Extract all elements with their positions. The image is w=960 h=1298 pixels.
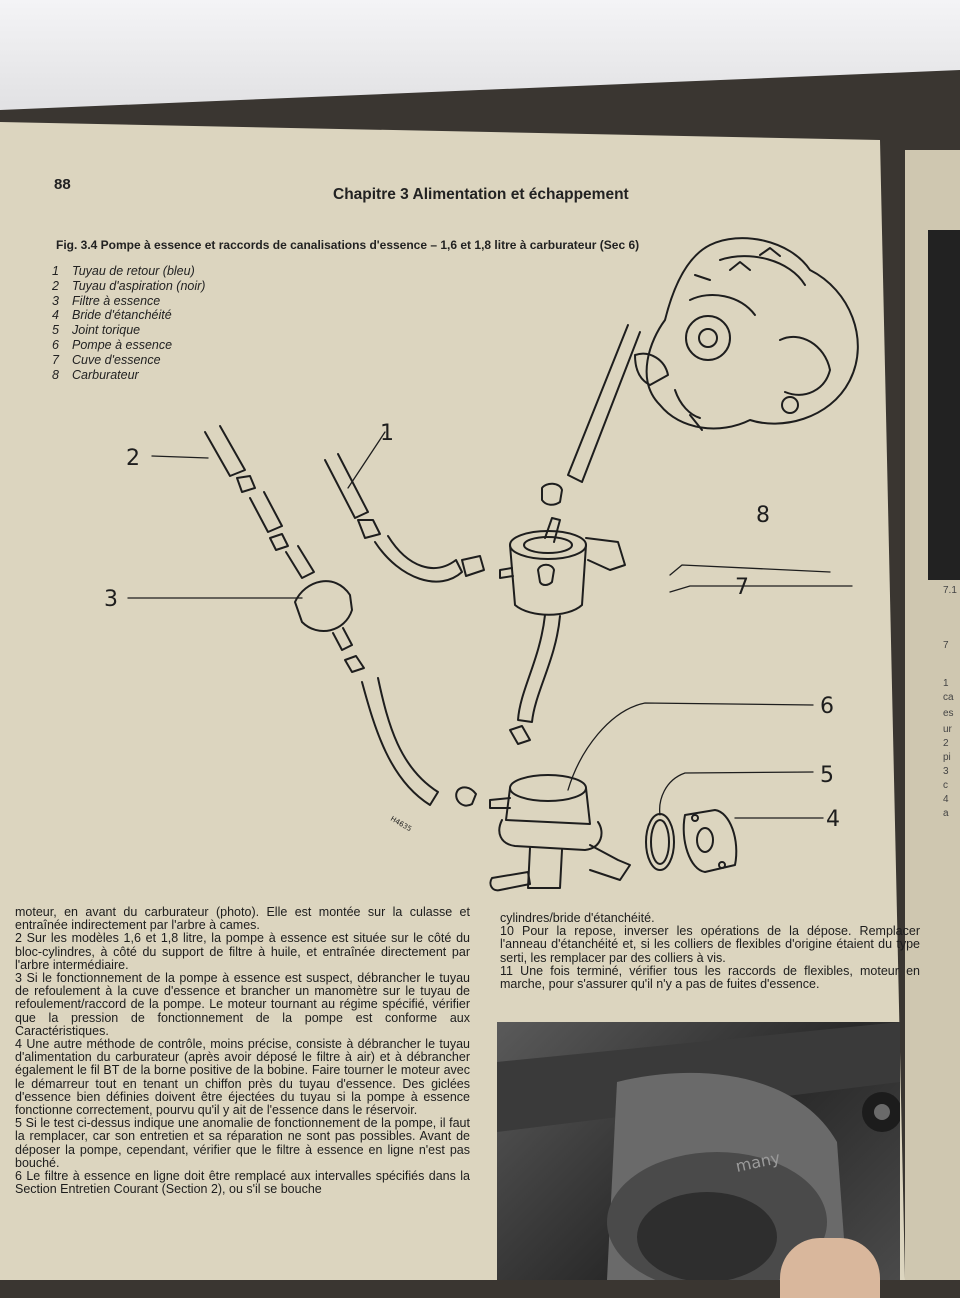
legend-number: 5 (52, 323, 59, 338)
legend-text: Bride d'étanchéité (72, 308, 172, 323)
legend-number: 7 (52, 352, 59, 367)
figure-legend: 1 Tuyau de retour (bleu) 2 Tuyau d'aspirat… (52, 264, 205, 382)
legend-item: 2 Tuyau d'aspiration (noir) (52, 279, 205, 294)
callout-4: 4 (826, 807, 840, 832)
legend-item: 5 Joint torique (52, 323, 205, 338)
facing-text: a (943, 808, 949, 819)
paragraph: 5 Si le test ci-dessus indique une anoma… (15, 1116, 470, 1170)
legend-text: Tuyau d'aspiration (noir) (72, 278, 206, 293)
callout-leaders (127, 431, 853, 819)
facing-text: c (943, 780, 948, 791)
return-pipe-drawing (324, 453, 485, 583)
legend-text: Pompe à essence (72, 337, 173, 352)
paragraph: 4 Une autre méthode de contrôle, moins p… (15, 1037, 470, 1118)
callout-3: 3 (104, 587, 118, 612)
legend-item: 3 Filtre à essence (52, 294, 205, 309)
swirl-pot-drawing (499, 482, 626, 616)
legend-item: 8 Carburateur (52, 368, 205, 383)
facing-page-photo (928, 230, 960, 580)
facing-text: 7 (943, 640, 949, 651)
figure-title: Fig. 3.4 Pompe à essence et raccords de … (56, 238, 640, 252)
paragraph: 11 Une fois terminé, vérifier tous les r… (500, 963, 920, 992)
engine-photo: many (497, 1022, 900, 1280)
callout-1: 1 (380, 421, 394, 446)
pump-outlet-hose (517, 614, 561, 723)
legend-number: 3 (52, 293, 59, 308)
facing-text: ca (943, 692, 954, 703)
carburettor-drawing (634, 237, 859, 431)
fuel-pump-drawing (489, 725, 631, 892)
paragraph: 10 Pour la repose, inverser les opératio… (500, 924, 920, 965)
facing-text: 1 (943, 678, 949, 689)
legend-number: 1 (52, 264, 59, 278)
fuel-filter-drawing (294, 580, 477, 807)
carburettor-feed-pipe (567, 324, 641, 483)
callout-7: 7 (735, 575, 749, 600)
background-paper-sheet: Ris de (0, 0, 960, 110)
legend-number: 2 (52, 278, 59, 293)
text-column-left: moteur, en avant du carburateur (photo).… (15, 905, 470, 1197)
callout-8: 8 (756, 503, 770, 528)
legend-item: 4 Bride d'étanchéité (52, 308, 205, 323)
legend-number: 4 (52, 308, 59, 323)
callout-6: 6 (820, 694, 834, 719)
facing-text: 7.1 (943, 585, 957, 596)
legend-item: 1 Tuyau de retour (bleu) (52, 264, 205, 279)
thumb (780, 1238, 880, 1298)
paragraph: 3 Si le fonctionnement de la pompe à ess… (15, 971, 470, 1038)
facing-text: ur (943, 724, 952, 735)
legend-text: Cuve d'essence (72, 352, 161, 367)
text-column-right: cylindres/bride d'étanchéité. 10 Pour la… (500, 911, 920, 992)
facing-text: pi (943, 752, 951, 763)
fuel-system-diagram: 1 2 3 4 5 6 7 8 H4635 (104, 237, 859, 892)
paragraph: cylindres/bride d'étanchéité. (500, 911, 655, 925)
facing-text: 2 (943, 738, 949, 749)
paragraph: 2 Sur les modèles 1,6 et 1,8 litre, la p… (15, 931, 470, 972)
sealing-flange-drawing (682, 809, 738, 873)
suction-pipe-drawing (204, 425, 315, 579)
callout-labels: 1 2 3 4 5 6 7 8 H4635 (104, 421, 840, 833)
legend-text: Filtre à essence (72, 293, 161, 308)
o-ring-drawing (645, 813, 675, 871)
legend-text: Tuyau de retour (bleu) (72, 264, 195, 278)
page-number: 88 (54, 176, 71, 193)
legend-number: 8 (52, 367, 59, 382)
engine-photo-detail: many (497, 1022, 900, 1280)
facing-text: 4 (943, 794, 949, 805)
callout-5: 5 (820, 763, 834, 788)
callout-2: 2 (126, 446, 140, 471)
legend-text: Joint torique (72, 323, 141, 338)
chapter-title: Chapitre 3 Alimentation et échappement (333, 186, 629, 203)
paragraph: 6 Le filtre à essence en ligne doit être… (15, 1169, 470, 1197)
legend-item: 7 Cuve d'essence (52, 353, 205, 368)
facing-text: es (943, 708, 954, 719)
paragraph: moteur, en avant du carburateur (photo).… (15, 905, 470, 933)
drawing-code: H4635 (389, 815, 413, 833)
legend-number: 6 (52, 337, 59, 352)
facing-text: 3 (943, 766, 949, 777)
legend-item: 6 Pompe à essence (52, 338, 205, 353)
legend-text: Carburateur (72, 367, 139, 382)
